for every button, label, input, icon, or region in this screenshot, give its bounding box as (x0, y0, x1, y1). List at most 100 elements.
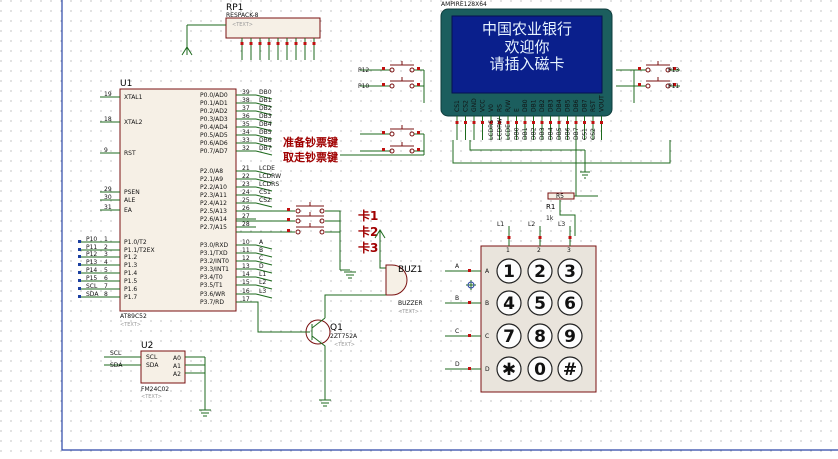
u2-text: <TEXT> (141, 394, 162, 400)
card-switch-2[interactable] (287, 212, 325, 224)
key-9[interactable]: 9 (557, 323, 583, 349)
push-switch-2[interactable]: P10 (358, 77, 424, 90)
rp1-respack[interactable]: RP1 RESPACK-8 <TEXT> (181, 3, 321, 60)
card-switch-1[interactable] (287, 202, 325, 214)
u2-eeprom[interactable]: U2 FM24C02 <TEXT> SCL SDA A0 A1 A2 SCL S… (104, 341, 211, 417)
push-switch-1[interactable]: P12 (358, 61, 424, 74)
pin-name: P1.6 (124, 286, 137, 293)
net-label: L1 (259, 271, 266, 278)
card-switch-3[interactable] (287, 223, 325, 235)
pin-name: P0.3/AD3 (200, 116, 228, 123)
push-switch-4[interactable]: P11 (616, 77, 680, 90)
lcd-line-1: 中国农业银行 (482, 20, 572, 38)
pin-number: 6 (104, 275, 108, 282)
key-1[interactable]: 1 (496, 258, 522, 284)
pin-name: P0.7/AD7 (200, 148, 228, 155)
pin-number: 2 (104, 244, 108, 251)
lcd-pin-name: E (514, 108, 521, 112)
lcd-pin-name: RS (497, 104, 504, 112)
pin-name: P2.1/A9 (200, 176, 223, 183)
key-4[interactable]: 4 (496, 290, 522, 316)
key-2[interactable]: 2 (527, 258, 553, 284)
r5-resistor[interactable]: R5 (547, 192, 575, 200)
net-marker (78, 263, 81, 266)
push-switch-5[interactable] (360, 125, 424, 137)
pin-name: P3.1/TXD (200, 250, 228, 257)
key-0[interactable]: 0 (527, 356, 553, 382)
key-6[interactable]: 6 (557, 290, 583, 316)
key-#[interactable]: # (557, 356, 583, 382)
pin-name: P1.2 (124, 254, 137, 261)
net-label: LCDRW (259, 173, 281, 180)
pin-name: P3.7/RD (200, 299, 224, 306)
sheet-border (61, 0, 838, 451)
key-3[interactable]: 3 (557, 258, 583, 284)
key-5[interactable]: 5 (527, 290, 553, 316)
u1-part: AT89C52 (120, 313, 147, 320)
card-switch-group[interactable] (236, 202, 356, 279)
buzzer-part: BUZZER (398, 300, 423, 307)
keypad-row-A: AA (445, 263, 490, 275)
lcd-line-3: 请插入磁卡 (489, 55, 564, 73)
lcd-line-2: 欢迎你 (504, 38, 549, 56)
svg-text:3: 3 (567, 247, 571, 254)
key-7[interactable]: 7 (496, 323, 522, 349)
push-switch-3[interactable]: P13 (616, 61, 680, 74)
pin-name: P3.5/T1 (200, 282, 223, 289)
net-label: SCL (86, 283, 98, 290)
push-switch-6[interactable] (360, 142, 424, 154)
key-label: 2 (534, 262, 546, 282)
svg-text:C: C (485, 333, 489, 340)
lcd-net-label: DB1 (522, 127, 529, 140)
col-net-label: L2 (528, 221, 535, 228)
buzzer[interactable]: BUZ1 BUZZER <TEXT> (324, 229, 423, 318)
key-8[interactable]: 8 (527, 323, 553, 349)
q1-transistor[interactable]: Q1 2ZT752A <TEXT> (236, 301, 358, 407)
key-✱[interactable]: ✱ (496, 356, 522, 382)
r1-resistor[interactable]: R1 1k (546, 200, 576, 236)
lcd-pin-name: DB2 (539, 99, 546, 112)
lcd-pin-name: CS1 (454, 100, 461, 112)
